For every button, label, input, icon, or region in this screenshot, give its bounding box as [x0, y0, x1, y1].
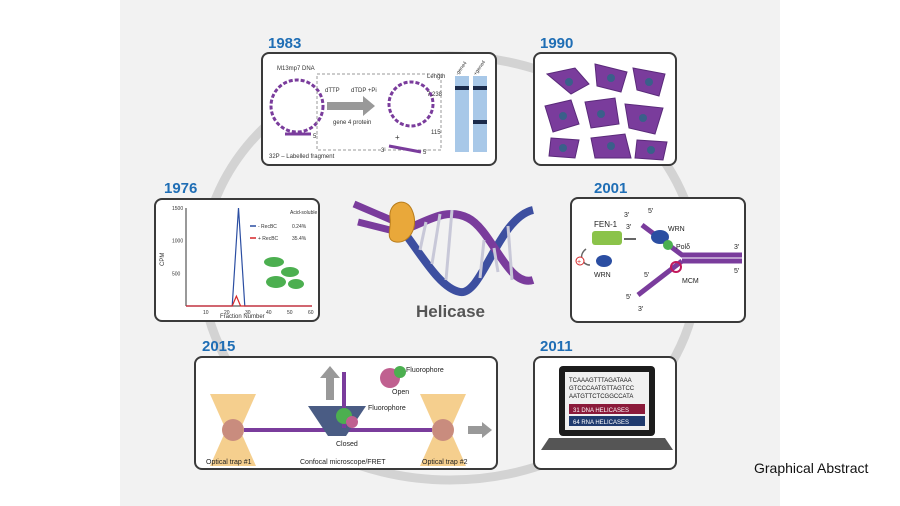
panel-2011: TCAAAGTTTAGATAAA GTCCCAATGTTAGTCC AATGTT…	[533, 356, 677, 470]
year-2015: 2015	[202, 338, 236, 355]
year-2001: 2001	[594, 180, 628, 197]
end-5-label: 5'	[423, 150, 427, 156]
laptop-illustration: TCAAAGTTTAGATAAA GTCCCAATGTTAGTCC AATGTT…	[541, 366, 673, 450]
end-3c: 3′	[638, 306, 644, 313]
dna-helicases-count: 31 DNA HELICASES	[573, 408, 629, 414]
gene4-protein-label: gene 4 protein	[333, 120, 371, 126]
x-tick-label: 50	[287, 310, 293, 316]
wrn-top-label: WRN	[668, 226, 685, 233]
panel-1990	[533, 52, 677, 166]
legend-title: Acid-soluble	[290, 210, 317, 216]
series-line-0	[186, 207, 312, 307]
fluorophore2-label: Fluorophore	[368, 405, 406, 412]
dttp-label: dTTP	[325, 88, 340, 94]
end-5c: 5′	[644, 272, 650, 279]
legend-entry-0-name: - RecBC	[258, 224, 277, 230]
legend-entry-1-value: 35.4%	[292, 236, 307, 242]
trap1-label: Optical trap #1	[206, 459, 252, 466]
rna-helicases-count: 64 RNA HELICASES	[573, 420, 629, 426]
y-tick-label: 1000	[172, 239, 183, 245]
x-tick-label: 60	[308, 310, 314, 316]
end-5d: 5′	[626, 294, 632, 301]
len-top-label: 7,238	[427, 92, 443, 98]
legend-entry-0-value: 0.24%	[292, 224, 307, 230]
end-3d: 3′	[624, 212, 630, 219]
end-3b: 3′	[734, 244, 740, 251]
end-5b: 5′	[734, 268, 740, 275]
fen1-label: FEN-1	[594, 220, 618, 229]
x-tick-label: 30	[245, 310, 251, 316]
labelled-fragment: 32P – Labelled fragment	[269, 154, 335, 160]
pol-label: Polδ	[676, 244, 690, 251]
seq-line-0: TCAAAGTTTAGATAAA	[569, 378, 632, 384]
plus-sign-2001: +	[577, 259, 581, 266]
lane1-label: -gene4	[455, 60, 469, 76]
length-label: Length	[427, 74, 445, 80]
x-tick-label: 20	[224, 310, 230, 316]
dtdp-label: dTDP +Pi	[351, 88, 377, 94]
y-tick-label: 500	[172, 271, 181, 277]
helicase-dna-illustration	[352, 200, 535, 296]
replication-fork-diagram: FEN-1 + WRN 3′ 5′ 3′ 5′ 5′ 5′ 3′ 3′ WRN …	[575, 208, 742, 313]
optical-trap-diagram: Fluorophore Open Fluorophore Closed Opti…	[206, 366, 492, 466]
closed-label: Closed	[336, 441, 358, 448]
gene4-assay-diagram: M13mp7 DNA 5' 32P – Labelled fragment dT…	[269, 59, 488, 160]
fluorophore1-label: Fluorophore	[406, 367, 444, 374]
open-label: Open	[392, 389, 409, 396]
x-tick-label: 40	[266, 310, 272, 316]
recbc-protein-illustration	[264, 257, 304, 289]
trap2-label: Optical trap #2	[422, 459, 468, 466]
dna-label: M13mp7 DNA	[277, 66, 315, 72]
len-bottom-label: 115	[431, 130, 441, 136]
chart-ylabel: CPM	[160, 253, 166, 266]
graphical-abstract-caption: Graphical Abstract	[754, 460, 869, 476]
chart-xlabel: Fraction Number	[220, 314, 265, 320]
cell-network-illustration	[544, 63, 668, 161]
seq-line-1: GTCCCAATGTTAGTCC	[569, 386, 635, 392]
panel-2015: Fluorophore Open Fluorophore Closed Opti…	[194, 356, 498, 470]
end-5a: 5′	[648, 208, 654, 215]
recbc-chart: CPM Fraction Number 10 20 30 40 50 60 500 1000 1…	[160, 206, 317, 320]
year-1976: 1976	[164, 180, 198, 197]
panel-2001: FEN-1 + WRN 3′ 5′ 3′ 5′ 5′ 5′ 3′ 3′ WRN …	[570, 197, 746, 323]
mcm-label: MCM	[682, 278, 699, 285]
center-title: Helicase	[416, 302, 485, 321]
year-2011: 2011	[540, 338, 573, 355]
series-line-1	[186, 294, 312, 307]
year-1990: 1990	[540, 35, 574, 52]
y-tick-label: 1500	[172, 206, 183, 212]
panel-1976: CPM Fraction Number 10 20 30 40 50 60 500 1000 1…	[154, 198, 320, 322]
end-3-label: 3'	[381, 148, 385, 154]
microscope-label: Confocal microscope/FRET	[300, 459, 386, 466]
star-5-label: 5'	[313, 134, 317, 140]
panel-1983: M13mp7 DNA 5' 32P – Labelled fragment dT…	[261, 52, 497, 166]
plus-sign: +	[395, 133, 400, 142]
x-tick-label: 10	[203, 310, 209, 316]
end-3a: 3′	[626, 224, 632, 231]
year-1983: 1983	[268, 35, 302, 52]
legend-entry-1-name: + RecBC	[258, 236, 279, 242]
seq-line-2: AATGTTCTCGGCCATA	[569, 394, 633, 400]
wrn-bottom-label: WRN	[594, 272, 611, 279]
lane2-label: +gene4	[473, 59, 488, 76]
